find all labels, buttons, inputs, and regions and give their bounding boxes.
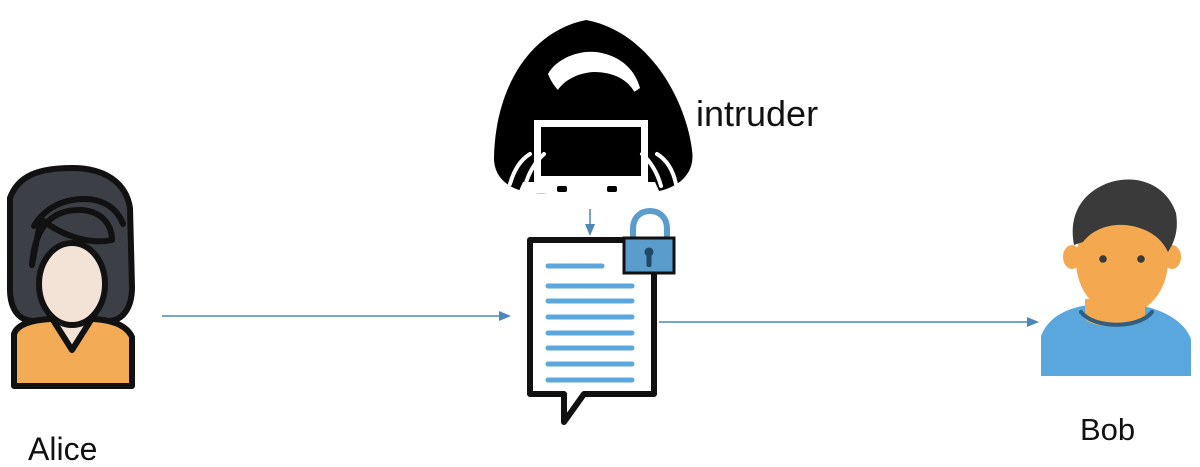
- alice-avatar-icon: [7, 165, 135, 389]
- man-avatar-icon: [1041, 179, 1191, 376]
- bob-label: Bob: [1080, 412, 1136, 447]
- hooded-hacker-laptop-icon: [494, 20, 693, 194]
- document-message-icon: [527, 237, 657, 425]
- padlock-icon: [622, 207, 676, 275]
- alice-label: Alice: [28, 431, 98, 467]
- intruder-label: intruder: [696, 93, 819, 134]
